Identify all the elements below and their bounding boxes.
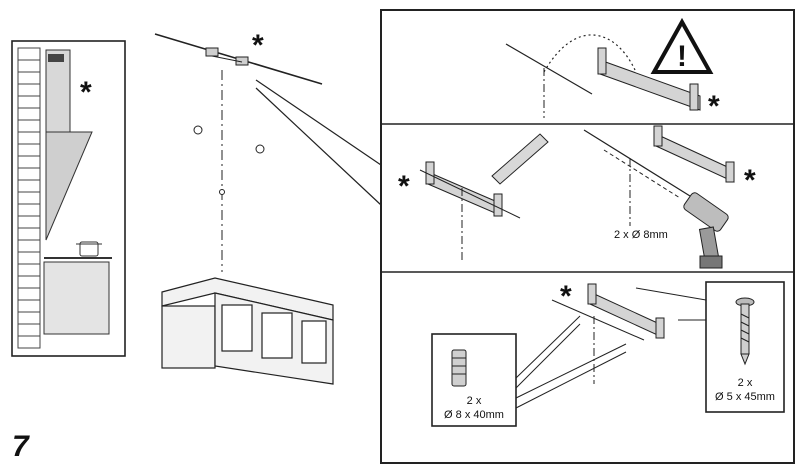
section-fix-bracket: * 2 x Ø 8 x 40mm	[431, 280, 785, 427]
bracket-top	[205, 47, 249, 66]
brick-wall	[17, 47, 41, 349]
cooker-unit	[43, 241, 112, 335]
screw-quantity: 2 x	[738, 377, 753, 389]
section-drill-holes: * * 2 x Ø 8mm	[398, 125, 756, 269]
wall-cabinets	[161, 277, 334, 385]
wall-plug-box	[431, 333, 517, 427]
section-mark-position: * !	[505, 17, 720, 123]
detail-box: * ! *	[380, 9, 795, 464]
kitchen-overview-panel: *	[11, 40, 126, 357]
asterisk-bracket-2: *	[398, 170, 410, 203]
pencil-icon	[491, 133, 549, 185]
svg-text:!: !	[677, 40, 687, 73]
drill-icon	[683, 192, 729, 269]
chimney-hood	[45, 49, 93, 241]
wall-overview: *	[154, 29, 382, 385]
plug-quantity: 2 x	[467, 395, 482, 407]
plug-size: Ø 8 x 40mm	[444, 409, 504, 421]
bracket-4	[587, 283, 665, 339]
screw-left	[193, 125, 203, 135]
wall-plug-icon	[451, 349, 467, 387]
asterisk-hood: *	[80, 76, 92, 109]
bracket-1	[597, 47, 701, 111]
screw-icon	[735, 297, 755, 366]
asterisk-bracket-1: *	[708, 90, 720, 123]
asterisk-bracket-3: *	[744, 164, 756, 197]
warning-triangle-icon: !	[650, 17, 714, 74]
screw-right	[255, 144, 265, 154]
drill-size-label: 2 x Ø 8mm	[614, 229, 668, 241]
asterisk-bracket: *	[252, 29, 264, 62]
screw-size: Ø 5 x 45mm	[715, 391, 775, 403]
step-number: 7	[12, 430, 29, 463]
asterisk-bracket-4: *	[560, 280, 572, 313]
bracket-2	[425, 161, 503, 217]
bracket-3	[653, 125, 735, 183]
